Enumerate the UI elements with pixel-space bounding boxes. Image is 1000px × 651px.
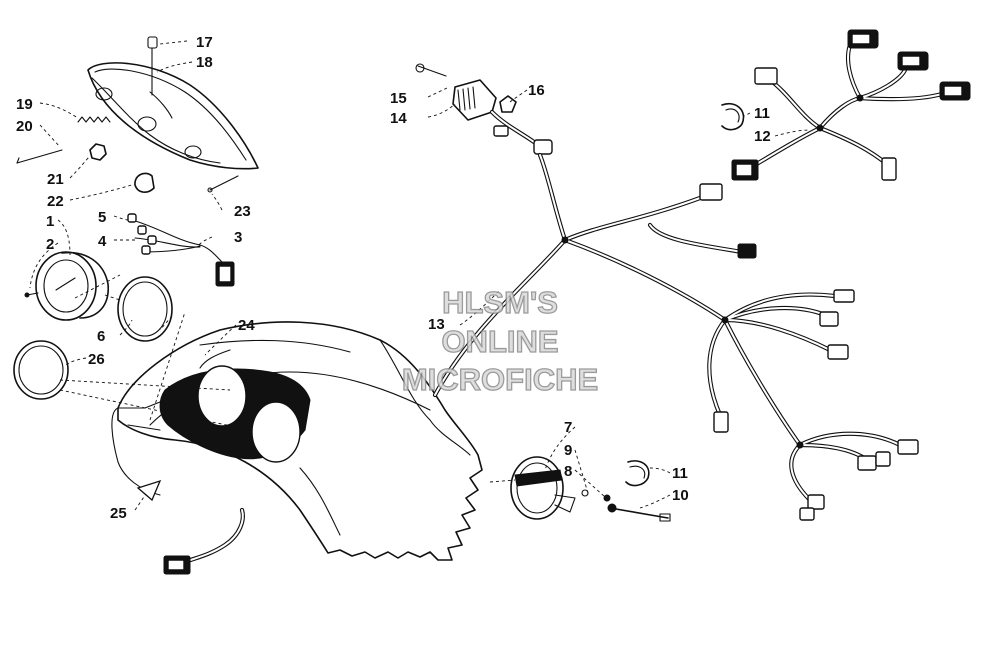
callout-13: 13 — [428, 316, 445, 333]
callout-17: 17 — [196, 34, 213, 51]
callout-25: 25 — [110, 505, 127, 522]
callout-15: 15 — [390, 90, 407, 107]
callout-26: 26 — [88, 351, 105, 368]
voltage-regulator — [415, 63, 553, 155]
gauge-mount-bracket — [489, 456, 576, 520]
sub-wiring-harness — [731, 29, 971, 181]
watermark-line-2: ONLINE — [441, 324, 558, 359]
callout-9: 9 — [564, 442, 572, 459]
callout-12: 12 — [754, 128, 771, 145]
callout-6: 6 — [97, 328, 105, 345]
dash-panel — [111, 321, 483, 575]
callout-16: 16 — [528, 82, 545, 99]
callout-1: 1 — [46, 213, 54, 230]
callout-11-lower: 11 — [672, 465, 688, 482]
headlight-assembly — [16, 36, 259, 193]
callout-2: 2 — [46, 236, 54, 253]
main-wiring-harness — [432, 152, 919, 521]
wire-clamp-upper — [721, 103, 745, 131]
callout-18: 18 — [196, 54, 213, 71]
callout-3: 3 — [234, 229, 242, 246]
bezel-ring-26 — [13, 340, 69, 400]
fastener-hardware — [581, 460, 671, 522]
callout-labels: 17 18 19 20 21 22 23 1 2 5 4 3 6 24 26 2… — [16, 34, 771, 522]
leader-lines — [29, 40, 811, 511]
bezel-ring-6 — [117, 276, 173, 342]
gauge-wiring-harness — [127, 213, 235, 287]
callout-11-upper: 11 — [754, 105, 770, 122]
callout-4: 4 — [98, 233, 107, 250]
callout-8: 8 — [564, 463, 572, 480]
watermark: HLSM'S ONLINE MICROFICHE — [401, 284, 599, 397]
callout-10: 10 — [672, 487, 689, 504]
callout-7: 7 — [564, 419, 572, 436]
callout-22: 22 — [47, 193, 64, 210]
callout-24: 24 — [238, 317, 255, 334]
speedometer-gauge — [24, 251, 109, 321]
callout-20: 20 — [16, 118, 33, 135]
watermark-line-1: HLSM'S — [442, 285, 558, 320]
watermark-line-3: MICROFICHE — [402, 362, 598, 397]
callout-5: 5 — [98, 209, 106, 226]
callout-19: 19 — [16, 96, 33, 113]
callout-14: 14 — [390, 110, 407, 127]
callout-23: 23 — [234, 203, 251, 220]
callout-21: 21 — [47, 171, 64, 188]
